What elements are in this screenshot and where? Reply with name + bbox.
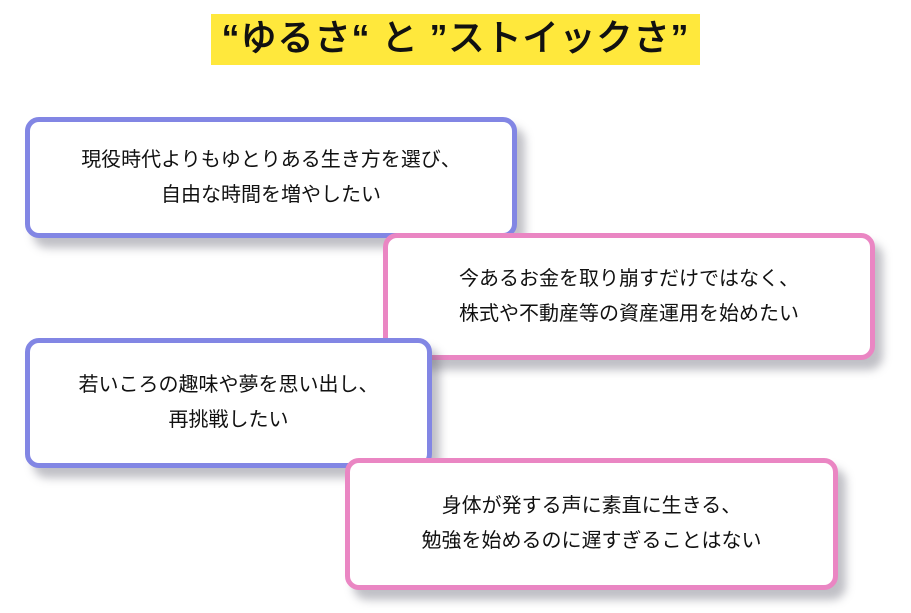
- card-rechallenge-hobby: 若いころの趣味や夢を思い出し、 再挑戦したい: [25, 338, 432, 468]
- card-listen-to-body: 身体が発する声に素直に生きる、 勉強を始めるのに遅すぎることはない: [345, 458, 838, 590]
- card-line: 再挑戦したい: [168, 409, 289, 431]
- card-line: 身体が発する声に素直に生きる、: [441, 495, 742, 517]
- card-line: 今あるお金を取り崩すだけではなく、: [459, 267, 799, 290]
- title-highlight: “ゆるさ“ と ”ストイックさ”: [211, 14, 700, 65]
- card-asset-management: 今あるお金を取り崩すだけではなく、 株式や不動産等の資産運用を始めたい: [383, 233, 875, 360]
- card-line: 株式や不動産等の資産運用を始めたい: [459, 302, 799, 325]
- card-line: 現役時代よりもゆとりある生き方を選び、: [81, 148, 461, 171]
- page-title: “ゆるさ“ と ”ストイックさ”: [0, 14, 911, 65]
- card-line: 自由な時間を増やしたい: [161, 183, 381, 206]
- card-relaxed-living: 現役時代よりもゆとりある生き方を選び、 自由な時間を増やしたい: [25, 117, 517, 238]
- card-line: 勉強を始めるのに遅すぎることはない: [421, 530, 762, 552]
- card-line: 若いころの趣味や夢を思い出し、: [78, 374, 379, 396]
